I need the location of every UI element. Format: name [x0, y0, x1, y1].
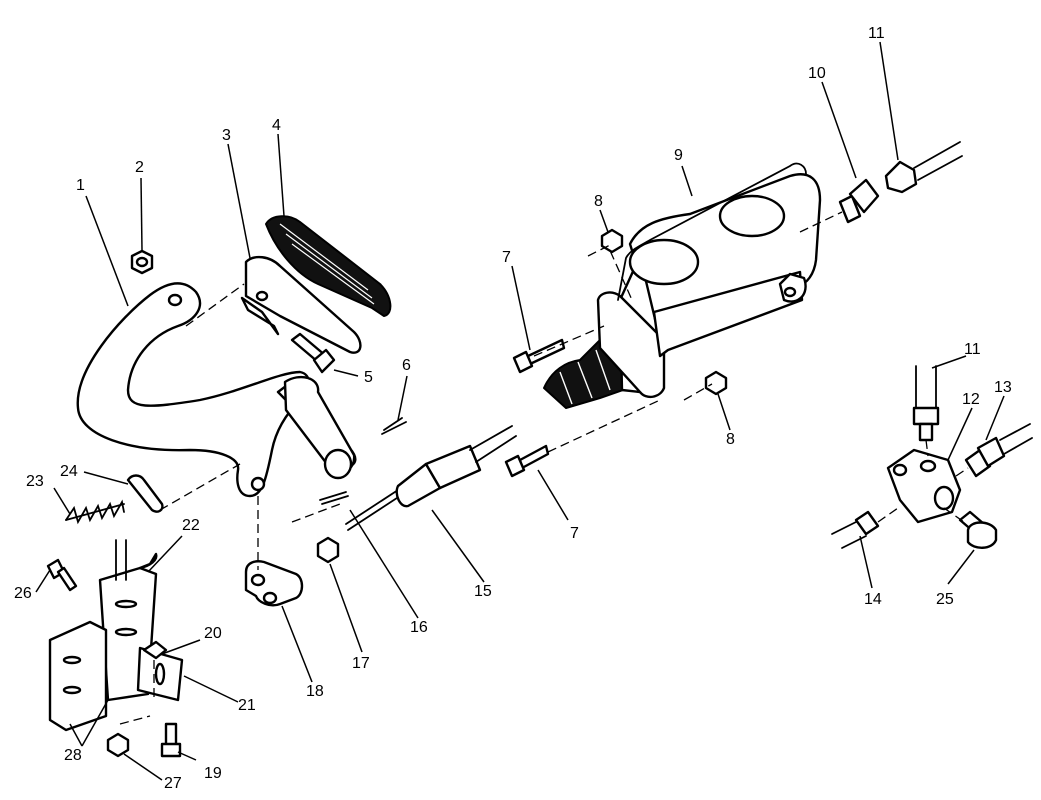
callout-2: 2: [135, 159, 144, 176]
callout-5: 5: [364, 369, 373, 386]
bracket-bolt: [46, 558, 78, 592]
callout-8-lower: 8: [726, 431, 735, 448]
callout-28: 28: [64, 747, 82, 764]
callout-7-upper: 7: [502, 249, 511, 266]
callout-20: 20: [204, 625, 222, 642]
callout-14: 14: [864, 591, 882, 608]
hex-nut-lower: [704, 370, 728, 396]
pedal-bolt: [290, 332, 336, 374]
return-spring: [65, 499, 125, 525]
jam-nut: [316, 536, 340, 564]
flange-nut: [106, 732, 130, 758]
callout-9: 9: [674, 147, 683, 164]
callout-6: 6: [402, 357, 411, 374]
brake-line-vertical: [912, 365, 940, 442]
push-rod: [345, 425, 517, 531]
master-cylinder: [596, 162, 822, 399]
callout-4: 4: [272, 117, 281, 134]
callout-23: 23: [26, 473, 44, 490]
assembly-lines: [119, 211, 969, 725]
lock-nut: [130, 249, 154, 275]
brake-tee-block: [886, 448, 962, 524]
callout-7-lower: 7: [570, 525, 579, 542]
tee-fitting-right: [964, 423, 1033, 478]
callout-1: 1: [76, 177, 85, 194]
mounting-bolt-upper: [512, 338, 566, 374]
callout-8-upper: 8: [594, 193, 603, 210]
callout-15: 15: [474, 583, 492, 600]
callout-11-upper: 11: [868, 25, 885, 42]
hex-nut-upper: [600, 228, 624, 254]
callout-25: 25: [936, 591, 954, 608]
brake-line-fitting: [838, 178, 880, 224]
clevis-yoke: [244, 560, 304, 607]
brake-line-upper: [884, 141, 963, 194]
clevis-pin: [126, 474, 164, 513]
callout-leaders: [35, 41, 1005, 781]
callout-22: 22: [182, 517, 200, 534]
callout-10: 10: [808, 65, 826, 82]
callout-27: 27: [164, 775, 182, 792]
callout-16: 16: [410, 619, 428, 636]
callout-17: 17: [352, 655, 370, 672]
callout-18: 18: [306, 683, 324, 700]
tee-fitting-left: [831, 510, 880, 549]
cable-bracket: [98, 539, 184, 702]
pedal-pad-bracket: [240, 255, 362, 354]
lower-bolt: [160, 722, 182, 758]
mounting-bolt-lower: [504, 444, 550, 478]
callout-12: 12: [962, 391, 980, 408]
rubber-pedal-pad: [265, 215, 392, 317]
callout-13: 13: [994, 379, 1012, 396]
callout-24: 24: [60, 463, 78, 480]
callout-labels: 1 2 3 4 5 6 7 7 8 8 9 10 11 11 12 13 14 …: [14, 25, 1012, 792]
bleeder-plug: [958, 510, 998, 549]
mounting-plate: [48, 620, 108, 732]
callout-26: 26: [14, 585, 32, 602]
cotter-pin-lower: [319, 491, 349, 505]
brake-pedal-arm: [76, 282, 357, 498]
cotter-pin-upper: [381, 417, 407, 435]
callout-19: 19: [204, 765, 222, 782]
callout-21: 21: [238, 697, 256, 714]
callout-11-right: 11: [964, 341, 981, 358]
callout-3: 3: [222, 127, 231, 144]
